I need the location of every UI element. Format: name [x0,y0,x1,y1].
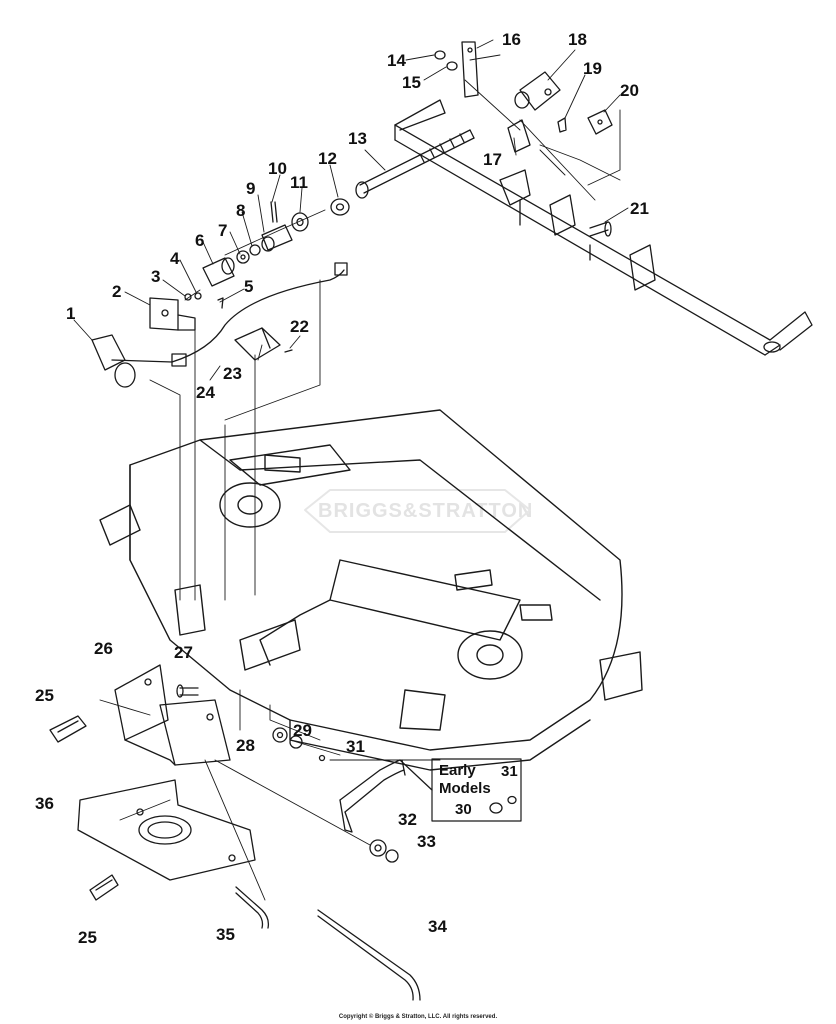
part-29-washer [289,735,303,749]
part-9-nut [261,224,293,252]
part-32-washer [369,839,387,857]
part-6-coupler [202,257,235,287]
inset-callout-30: 30 [455,801,472,818]
callout-4: 4 [170,249,180,268]
callout-1: 1 [66,304,76,323]
callout-27: 27 [174,643,193,662]
part-7-washer [236,250,250,264]
callout-29: 29 [293,721,312,740]
callout-18: 18 [568,30,587,49]
part-21-bolt [589,221,612,237]
callout-25-lower: 25 [78,928,97,947]
inset-title-line2: Models [439,780,491,797]
callout-11: 11 [290,173,308,192]
inset-title-line1: Early [439,762,476,779]
part-14-nut [434,50,446,60]
mower-deck [99,409,643,771]
part-25-clip-upper [49,715,87,743]
callout-31: 31 [346,737,365,756]
early-models-inset [399,758,522,822]
part-10-pin [270,201,278,223]
callout-19: 19 [583,59,602,78]
part-12-washer [330,198,350,216]
deck-link-arm [339,759,406,833]
assembly-lines [149,54,621,601]
part-35-rod [235,886,270,929]
callout-25-upper: 25 [35,686,54,705]
callout-2: 2 [112,282,122,301]
part-5-screw [217,297,224,309]
callout-leaders [73,39,629,381]
callout-34: 34 [428,917,447,936]
callout-9: 9 [246,179,256,198]
part-27-bolt [176,684,199,698]
callout-10: 10 [268,159,287,178]
part-23-cover [234,327,281,361]
callout-17: 17 [483,150,502,169]
callout-6: 6 [195,231,205,250]
callout-26: 26 [94,639,113,658]
part-33-nut [385,849,399,863]
watermark-logo [304,489,531,533]
part-15-washer [446,61,458,71]
part-16-link [461,41,479,98]
part-22-screw [284,349,293,353]
callout-12: 12 [318,149,337,168]
callout-22: 22 [290,317,309,336]
part-25-clip-lower [89,874,119,901]
part-1-motor [91,334,173,388]
part-20-clevis [587,109,613,135]
part-17-spacer [507,119,531,153]
callout-24: 24 [196,383,215,402]
inset-callout-31: 31 [501,763,518,780]
part-2-bracket [149,297,196,331]
part-19-pin [557,117,567,133]
part-4-nut [194,292,202,300]
callout-28: 28 [236,736,255,755]
callout-21: 21 [630,199,649,218]
callout-5: 5 [244,277,254,296]
part-24-harness [171,262,348,367]
callout-20: 20 [620,81,639,100]
callout-35: 35 [216,925,235,944]
callout-33: 33 [417,832,436,851]
callout-8: 8 [236,201,246,220]
copyright-notice: Copyright © Briggs & Stratton, LLC. All … [338,1014,498,1020]
callout-36: 36 [35,794,54,813]
callout-3: 3 [151,267,161,286]
callout-23: 23 [223,364,242,383]
callout-16: 16 [502,30,521,49]
part-11-bushing [291,212,309,232]
part-26-bracket [114,664,231,766]
part-8-washer [249,244,261,256]
callout-14: 14 [387,51,406,70]
part-36-bracket [77,779,256,881]
part-3-screw [184,293,192,301]
part-18-trunnion [514,71,561,111]
lift-shaft [394,99,813,356]
lower-leader-lines [99,689,441,901]
callout-13: 13 [348,129,367,148]
callout-15: 15 [402,73,421,92]
part-28-washer [272,727,288,743]
callout-32: 32 [398,810,417,829]
part-34-rod [317,909,421,1001]
callout-7: 7 [218,221,228,240]
part-31-pin [318,754,326,762]
part-13-rod [355,129,475,199]
